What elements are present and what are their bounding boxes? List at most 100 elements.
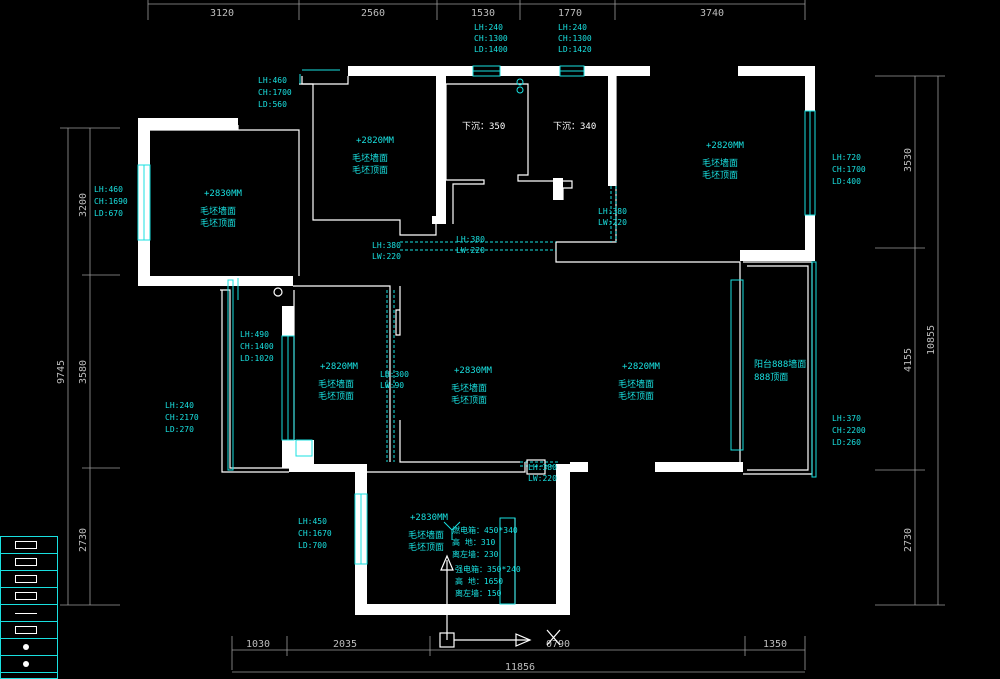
room-bedroom-top-wall: 毛坯墙面 (352, 152, 388, 164)
socket-icon (15, 541, 37, 549)
wall-outlines (150, 76, 813, 604)
room-bath2-label: 下沉：340 (553, 121, 596, 132)
window-leftlow-ch: CH:2170 (165, 413, 199, 422)
dim-right-2: 4155 (903, 348, 914, 372)
fixture-labels: 燃电箱：450*340 高 地：310 离左墙：230 强电箱：350*240 … (443, 521, 521, 598)
fixture-elec-height: 高 地：1650 (455, 576, 503, 586)
legend-row (1, 639, 57, 656)
dim-left-3: 2730 (78, 528, 89, 552)
window-bath1-lh: LH:240 (474, 23, 503, 32)
room-study-elev: +2820MM (320, 362, 359, 372)
room-bedroom-left-ceiling: 毛坯顶面 (200, 217, 236, 229)
window-rightlow-ch: CH:2200 (832, 426, 866, 435)
dim-left-2: 3580 (78, 360, 89, 384)
window-bedroom-ch: CH:1690 (94, 197, 128, 206)
room-bedroom-top-elev: +2820MM (356, 136, 395, 146)
room-dining-ceiling: 毛坯顶面 (451, 394, 487, 406)
window-leftmid-lh: LH:490 (240, 330, 269, 339)
window-labels: LH:240 CH:1300 LD:1400 LH:240 CH:1300 LD… (94, 23, 866, 550)
room-master-wall: 毛坯墙面 (702, 157, 738, 169)
dim-top-3: 1530 (471, 8, 495, 19)
fixture-elec-size: 强电箱：350*240 (455, 564, 521, 574)
window-bedroom-ld: LD:670 (94, 209, 123, 218)
room-living-wall: 毛坯墙面 (618, 378, 654, 390)
room-dining-elev: +2830MM (454, 366, 493, 376)
room-bath1-label: 下沉：350 (462, 121, 505, 132)
dim-top-2: 2560 (361, 8, 385, 19)
dim-right-1: 3530 (903, 148, 914, 172)
room-kitchen-elev: +2830MM (410, 513, 449, 523)
room-kitchen-wall: 毛坯墙面 (408, 529, 444, 541)
window-bath2-ch: CH:1300 (558, 34, 592, 43)
windows (137, 65, 817, 565)
dim-bottom-1: 1030 (246, 639, 270, 650)
window-bath2-lh: LH:240 (558, 23, 587, 32)
dim-top-1: 3120 (210, 8, 234, 19)
window-rightlow-ld: LD:260 (832, 438, 861, 447)
window-kitchen-ld: LD:700 (298, 541, 327, 550)
room-bedroom-left-wall: 毛坯墙面 (200, 205, 236, 217)
symbol-legend (0, 536, 58, 679)
window-bath1-ld: LD:1400 (474, 45, 508, 54)
beam-bottom-lw: LW:220 (528, 474, 557, 483)
panel-icon (15, 575, 37, 583)
dim-left-1: 3200 (78, 193, 89, 217)
room-study-wall: 毛坯墙面 (318, 378, 354, 390)
room-study-ceiling: 毛坯顶面 (318, 390, 354, 402)
dim-top-5: 3740 (700, 8, 724, 19)
beam-hall-b-lh: LH:380 (456, 235, 485, 244)
dim-bottom-4: 1350 (763, 639, 787, 650)
dimension-lines (60, 0, 945, 673)
dim-left-outer: 9745 (56, 360, 67, 384)
room-living-elev: +2820MM (622, 362, 661, 372)
dim-right-3: 2730 (903, 528, 914, 552)
window-rightlow-lh: LH:370 (832, 414, 861, 423)
room-kitchen-ceiling: 毛坯顶面 (408, 541, 444, 553)
beam-labels: LH:380 LW:220 LH:380 LW:220 LH:380 LW:22… (372, 207, 627, 483)
legend-row (1, 554, 57, 571)
walls (138, 66, 815, 615)
beam-master-lw: LW:220 (598, 218, 627, 227)
dim-top-4: 1770 (558, 8, 582, 19)
window-bath2-ld: LD:1420 (558, 45, 592, 54)
beam-mid-lh: LH:300 (380, 370, 409, 379)
legend-row (1, 622, 57, 639)
legend-row (1, 605, 57, 622)
window-leftlow-lh: LH:240 (165, 401, 194, 410)
box-icon (15, 626, 37, 634)
beam-master-lh: LH:380 (598, 207, 627, 216)
window-master-ld: LD:400 (832, 177, 861, 186)
window-bedroom-lh: LH:460 (94, 185, 123, 194)
room-living-ceiling: 毛坯顶面 (618, 390, 654, 402)
line-icon (15, 613, 37, 614)
fixture-gas-height: 高 地：310 (452, 537, 495, 547)
window-leftlow-ld: LD:270 (165, 425, 194, 434)
room-bedroom-left-elev: +2830MM (204, 189, 243, 199)
dot-icon (23, 661, 29, 667)
legend-row (1, 537, 57, 554)
room-balcony-wall: 阳台888墙面 (754, 358, 806, 370)
dim-bottom-2: 2035 (333, 639, 357, 650)
dim-bottom-total: 11856 (505, 662, 535, 673)
beam-hall-b-lw: LW:220 (456, 246, 485, 255)
room-master-ceiling: 毛坯顶面 (702, 169, 738, 181)
window-leftupper-ld: LD:560 (258, 100, 287, 109)
beam-bottom-lh: LH:380 (528, 463, 557, 472)
ucs-axis-icon (439, 554, 561, 648)
vent-icon (15, 592, 37, 600)
legend-row (1, 588, 57, 605)
fixtures (273, 78, 546, 605)
room-bedroom-top-ceiling: 毛坯顶面 (352, 164, 388, 176)
dim-bottom-3: 0790 (546, 639, 570, 650)
fixture-gas-offset: 离左墙：230 (452, 549, 499, 559)
window-master-ch: CH:1700 (832, 165, 866, 174)
beam-lines (386, 186, 617, 467)
window-leftupper-lh: LH:460 (258, 76, 287, 85)
window-leftmid-ch: CH:1400 (240, 342, 274, 351)
dim-right-outer: 10855 (926, 325, 937, 355)
fixture-elec-offset: 离左墙：150 (455, 588, 502, 598)
room-labels: +2830MM 毛坯墙面 毛坯顶面 +2820MM 毛坯墙面 毛坯顶面 下沉：3… (200, 121, 806, 553)
window-bath1-ch: CH:1300 (474, 34, 508, 43)
beam-mid-lw: LW:90 (380, 381, 404, 390)
